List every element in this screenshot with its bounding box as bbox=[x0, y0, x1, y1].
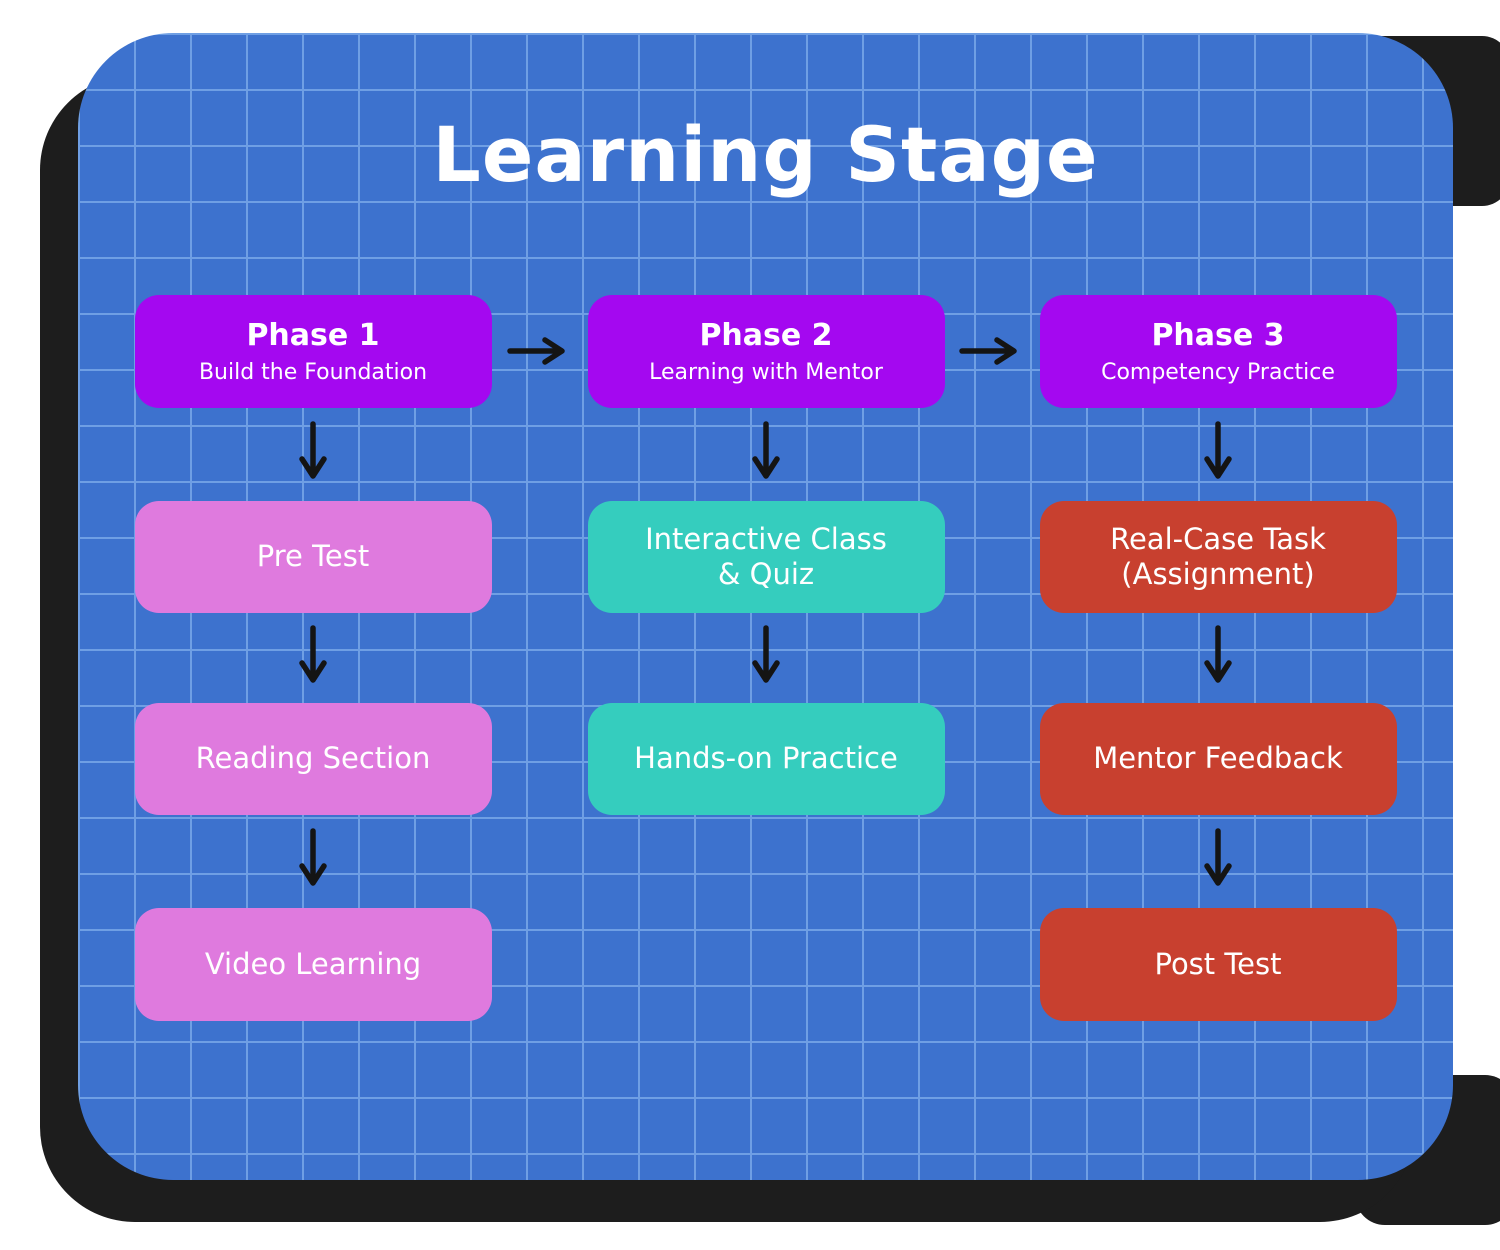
reading-section-node: Reading Section bbox=[134, 702, 492, 815]
arrow-right-icon bbox=[945, 295, 1040, 408]
arrow-down-icon bbox=[1040, 815, 1397, 908]
pre-test-node: Pre Test bbox=[134, 500, 492, 613]
page-title: Learning Stage bbox=[432, 110, 1099, 199]
flowchart-board: Learning Stage Phase 1 Build the Foundat… bbox=[78, 33, 1453, 1180]
arrow-down-icon bbox=[1040, 613, 1397, 703]
real-case-task-node: Real-Case Task (Assignment) bbox=[1039, 500, 1397, 613]
hands-on-practice-node: Hands-on Practice bbox=[587, 702, 945, 815]
interactive-class-quiz-label: Interactive Class & Quiz bbox=[645, 522, 887, 591]
phase-1-title: Phase 1 bbox=[246, 317, 380, 353]
phase-3-title: Phase 3 bbox=[1151, 317, 1285, 353]
phase-3-subtitle: Competency Practice bbox=[1101, 359, 1335, 385]
pre-test-label: Pre Test bbox=[256, 539, 370, 574]
arrow-right-icon bbox=[492, 295, 588, 408]
phase-2-title: Phase 2 bbox=[699, 317, 833, 353]
interactive-class-quiz-node: Interactive Class & Quiz bbox=[587, 500, 945, 613]
arrow-down-icon bbox=[588, 408, 945, 501]
arrow-down-icon bbox=[135, 613, 492, 703]
arrow-down-icon bbox=[135, 408, 492, 501]
post-test-node: Post Test bbox=[1039, 907, 1397, 1021]
mentor-feedback-node: Mentor Feedback bbox=[1039, 702, 1397, 815]
arrow-down-icon bbox=[1040, 408, 1397, 501]
post-test-label: Post Test bbox=[1154, 946, 1282, 981]
video-learning-label: Video Learning bbox=[204, 946, 422, 981]
real-case-task-label: Real-Case Task (Assignment) bbox=[1110, 522, 1326, 591]
mentor-feedback-label: Mentor Feedback bbox=[1093, 741, 1343, 776]
phase-3-header-node: Phase 3 Competency Practice bbox=[1039, 294, 1397, 408]
phase-2-header-node: Phase 2 Learning with Mentor bbox=[587, 294, 945, 408]
arrow-down-icon bbox=[588, 613, 945, 703]
video-learning-node: Video Learning bbox=[134, 907, 492, 1021]
flowchart-grid: Phase 1 Build the Foundation Phase 2 Lea… bbox=[78, 294, 1453, 1021]
hands-on-practice-label: Hands-on Practice bbox=[634, 741, 898, 776]
phase-2-subtitle: Learning with Mentor bbox=[649, 359, 883, 385]
arrow-down-icon bbox=[135, 815, 492, 908]
phase-1-subtitle: Build the Foundation bbox=[198, 359, 428, 385]
reading-section-label: Reading Section bbox=[195, 741, 431, 776]
phase-1-header-node: Phase 1 Build the Foundation bbox=[134, 294, 492, 408]
